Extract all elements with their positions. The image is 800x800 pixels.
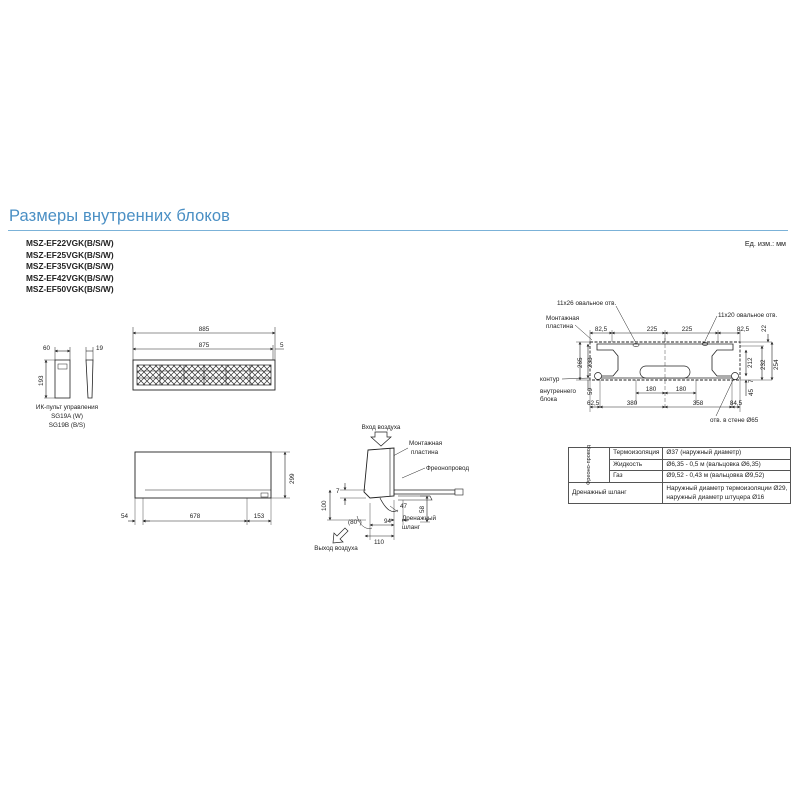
units-label: Ед. изм.: мм	[744, 239, 786, 248]
drain-value-1: Наружный диаметр термоизоляции Ø29,	[666, 484, 788, 492]
air-out-arrow-icon	[332, 527, 349, 544]
plate-bottom-dim-2: 180	[646, 386, 657, 393]
side-7-label: 7	[336, 488, 340, 495]
remote-caption-3: SG19B (B/S)	[49, 422, 85, 429]
plate-bottom-dim-4: 84,5	[730, 400, 743, 407]
top-offset-label: 5	[280, 342, 284, 349]
page-title: Размеры внутренних блоков	[9, 207, 231, 225]
remote-width-label: 60	[43, 345, 51, 352]
row-value: Ø9,52 - 0,43 м (вальцовка Ø9,52)	[662, 470, 792, 483]
wall-hole-label: отв. в стене Ø65	[710, 417, 759, 424]
oval-hole-right	[702, 342, 708, 346]
side-58-label: 58	[419, 505, 426, 513]
contour-label-1: контур	[540, 376, 560, 383]
oval-hole-left	[632, 343, 640, 347]
mount-plate-label-2: пластина	[411, 449, 439, 456]
plate-top-dim-1: 82,5	[595, 326, 608, 333]
plate-right-small-1: 212	[747, 357, 754, 368]
table-row: Фреоно-провод Термоизоляция Ø37 (наружны…	[567, 444, 792, 485]
model-name: MSZ-EF35VGK(B/S/W)	[26, 261, 114, 272]
table-row: Дренажный шланг Наружный диаметр термоиз…	[567, 481, 792, 504]
drain-value-cell: Наружный диаметр термоизоляции Ø29, нару…	[662, 481, 792, 504]
plate-left-dim-1: 265	[577, 357, 584, 368]
plate-right-dim-2: 232	[760, 359, 767, 370]
plate-left-dim-2: 233	[587, 357, 594, 368]
plate-right-dim-3: 254	[773, 359, 780, 370]
drain-label: Дренажный шланг	[567, 481, 664, 504]
plate-left-dim-3: 59	[587, 387, 594, 395]
refrigerant-label: Фреонопровод	[426, 465, 469, 472]
plate-bottom-dim-6: 358	[693, 400, 704, 407]
plate-label-1: Монтажная	[546, 315, 579, 322]
plate-top-dim-4: 82,5	[737, 326, 750, 333]
plate-bottom-dim-1: 62,5	[587, 400, 600, 407]
plate-right-small-3: 7	[748, 379, 755, 383]
side-94-label: 94	[384, 518, 392, 525]
model-name: MSZ-EF42VGK(B/S/W)	[26, 272, 114, 283]
model-name: MSZ-EF22VGK(B/S/W)	[26, 238, 114, 248]
model-name: MSZ-EF50VGK(B/S/W)	[26, 284, 114, 295]
side-100-label: 100	[321, 500, 328, 511]
table-row: Жидкость Ø6,35 - 0,5 м (вальцовка Ø6,35)	[569, 458, 792, 471]
row-value: Ø6,35 - 0,5 м (вальцовка Ø6,35)	[662, 458, 792, 471]
drain-label-1: Дренажный	[402, 514, 436, 522]
remote-front	[54, 359, 71, 399]
model-name: MSZ-EF25VGK(B/S/W)	[26, 249, 114, 260]
top-inner-label: 875	[199, 342, 210, 349]
row-value: Ø37 (наружный диаметр)	[662, 447, 792, 460]
air-in-label: Вход воздуха	[362, 424, 401, 431]
mounting-plate-view: 11x26 овальное отв. 11x20 овальное отв. …	[540, 300, 780, 424]
unit-top-view: 885 875 5	[132, 326, 284, 391]
remote-depth-label: 19	[96, 345, 104, 352]
title-underline	[8, 230, 788, 231]
contour-label-2: внутреннего	[540, 388, 576, 395]
group-label: Фреоно-провод	[586, 444, 593, 485]
front-left-label: 54	[121, 513, 129, 520]
remote-height-label: 193	[38, 375, 45, 386]
spec-table: Фреоно-провод Термоизоляция Ø37 (наружны…	[567, 444, 792, 504]
row-label: Газ	[609, 470, 664, 483]
hole-right-label: 11x20 овальное отв.	[718, 312, 777, 319]
plate-bottom-dim-3: 180	[676, 386, 687, 393]
front-height-label: 299	[289, 473, 296, 484]
front-middle-label: 678	[190, 513, 201, 520]
side-angle-label: (80°)	[348, 518, 362, 526]
remote-caption-1: ИК-пульт управления	[36, 404, 98, 411]
mount-plate-label-1: Монтажная	[409, 440, 442, 447]
contour-label-3: блока	[540, 395, 557, 403]
plate-right-small-2: 45	[748, 388, 755, 396]
plate-top-dim-3: 225	[682, 326, 693, 333]
remote-caption-2: SG19A (W)	[51, 413, 83, 420]
side-47-label: 47	[400, 503, 408, 510]
unit-front-view: 299 54 678 153	[121, 451, 296, 525]
row-label: Термоизоляция	[609, 447, 664, 460]
air-in-arrow-icon	[370, 431, 392, 447]
wall-hole-right	[731, 372, 739, 380]
top-total-label: 885	[199, 326, 210, 333]
front-right-label: 153	[254, 513, 265, 520]
wall-hole-left	[594, 372, 602, 380]
row-label: Жидкость	[609, 458, 664, 471]
plate-label-2: пластина	[546, 323, 574, 330]
plate-top-dim-2: 225	[647, 326, 658, 333]
side-110-label: 110	[374, 539, 385, 546]
plate-right-dim-1: 22	[761, 324, 768, 332]
air-out-label: Выход воздуха	[314, 545, 358, 552]
remote-side	[85, 359, 94, 399]
hole-left-label: 11x26 овальное отв.	[557, 300, 616, 307]
drain-value-2: наружный диаметр штуцера Ø16	[666, 493, 765, 501]
remote-drawing: 60 19 193 ИК-пульт управления SG19A (W) …	[36, 345, 104, 429]
model-list: MSZ-EF22VGK(B/S/W) MSZ-EF25VGK(B/S/W) MS…	[26, 238, 114, 296]
drain-label-2: шланг	[402, 524, 421, 531]
unit-side-view: Вход воздуха Монтажная пластина Фреонопр…	[314, 424, 469, 552]
plate-bottom-dim-5: 380	[627, 400, 638, 407]
group-label-cell: Фреоно-провод	[567, 444, 611, 485]
